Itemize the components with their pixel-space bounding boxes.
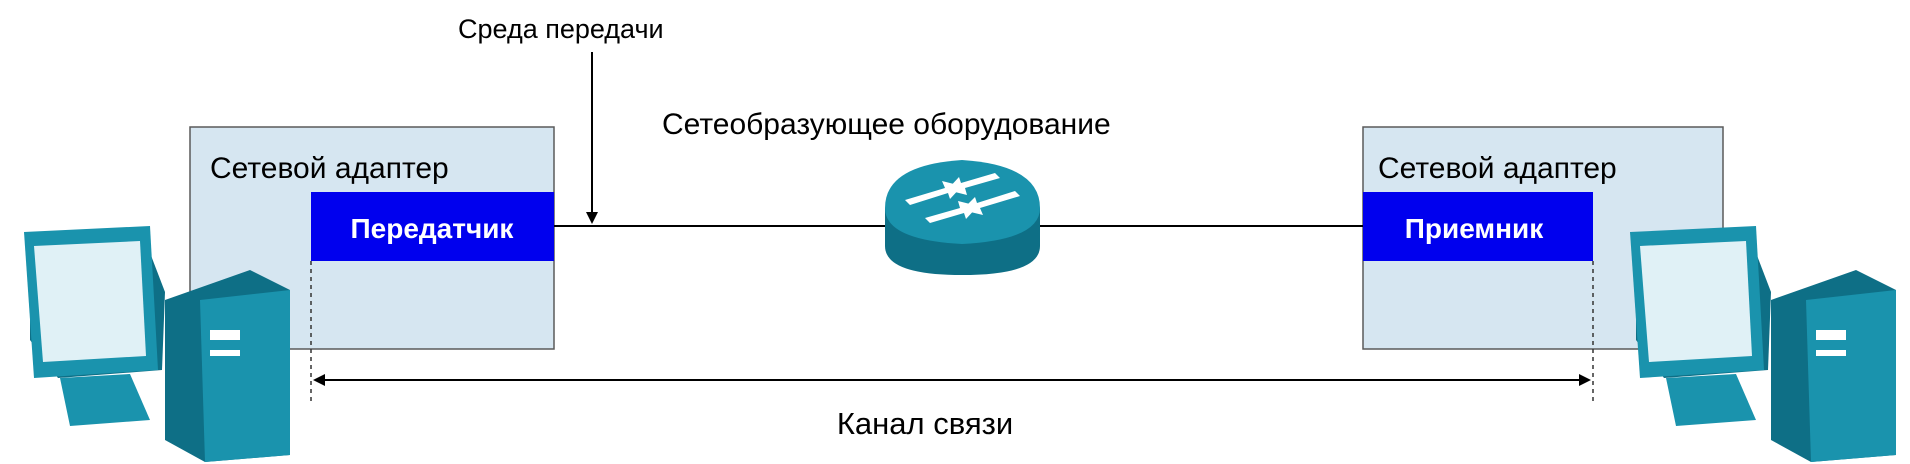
adapter-right-label: Сетевой адаптер: [1378, 152, 1617, 185]
receiver-label: Приемник: [1405, 213, 1544, 244]
medium-label: Среда передачи: [458, 14, 664, 44]
network-equipment-label: Сетеобразующее оборудование: [662, 108, 1111, 141]
network-switch-icon: [885, 160, 1040, 275]
channel-label: Канал связи: [837, 406, 1013, 441]
receiver-block: [1363, 192, 1593, 261]
adapter-left-label: Сетевой адаптер: [210, 152, 449, 185]
computer-icon: [24, 226, 290, 462]
transmitter-block: [311, 192, 554, 261]
transmitter-label: Передатчик: [351, 213, 515, 244]
computer-icon: [1630, 226, 1896, 462]
